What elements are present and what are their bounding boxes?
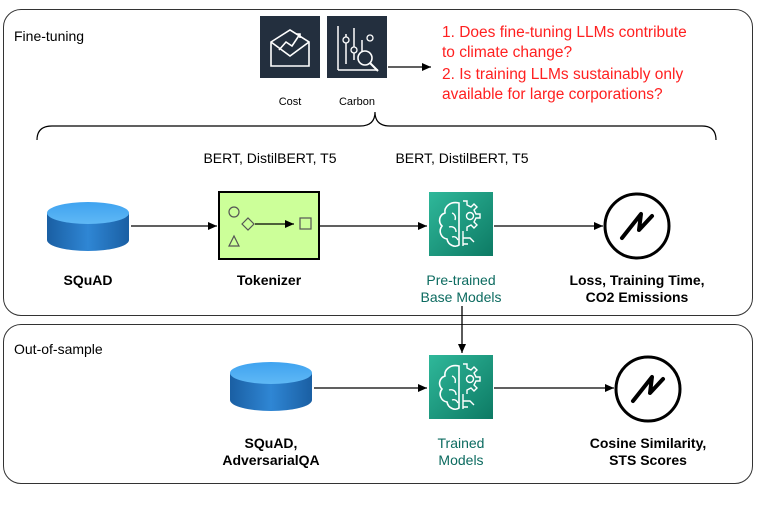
- question-2-line-2: available for large corporations?: [442, 86, 663, 103]
- oos-dataset-label-line-2: AdversarialQA: [222, 452, 320, 468]
- squad-database-icon: [47, 202, 129, 251]
- pretrained-brain-icon: [429, 192, 493, 256]
- cost-label: Cost: [278, 96, 302, 108]
- question-1-line-1: 1. Does fine-tuning LLMs contribute: [442, 24, 687, 41]
- tokenizer-icon: [218, 191, 320, 260]
- base-model-list: BERT, DistilBERT, T5: [395, 150, 529, 166]
- squad-adversarialqa-database-icon: [230, 362, 312, 411]
- curly-brace: [36, 111, 717, 141]
- fine-tuning-metrics-label-line-2: CO2 Emissions: [585, 289, 689, 305]
- out-of-sample-title: Out-of-sample: [14, 341, 103, 357]
- out-of-sample-panel: [3, 324, 753, 484]
- fine-tuning-panel: [3, 9, 753, 316]
- oos-metrics-label-line-2: STS Scores: [609, 452, 687, 468]
- carbon-label: Carbon: [338, 96, 376, 108]
- fine-tuning-metrics-label-line-1: Loss, Training Time,: [569, 272, 705, 288]
- fine-tuning-title: Fine-tuning: [14, 28, 85, 44]
- pretrained-label-line-1: Pre-trained: [426, 272, 496, 288]
- cost-icon: [260, 16, 320, 78]
- squad-label: SQuAD: [63, 272, 113, 288]
- pretrained-label-line-2: Base Models: [420, 289, 502, 305]
- fine-tuning-metrics-icon: [603, 192, 671, 260]
- question-2-line-1: 2. Is training LLMs sustainably only: [442, 66, 684, 83]
- tokenizer-label: Tokenizer: [236, 272, 302, 288]
- question-1-line-2: to climate change?: [442, 44, 573, 61]
- out-of-sample-metrics-icon: [614, 355, 682, 423]
- trained-label-line-2: Models: [438, 452, 484, 468]
- oos-metrics-label-line-1: Cosine Similarity,: [589, 435, 707, 451]
- oos-dataset-label-line-1: SQuAD,: [244, 435, 298, 451]
- carbon-icon: [327, 16, 387, 78]
- trained-brain-icon: [429, 355, 493, 419]
- tokenizer-model-list: BERT, DistilBERT, T5: [203, 150, 337, 166]
- trained-label-line-1: Trained: [437, 435, 485, 451]
